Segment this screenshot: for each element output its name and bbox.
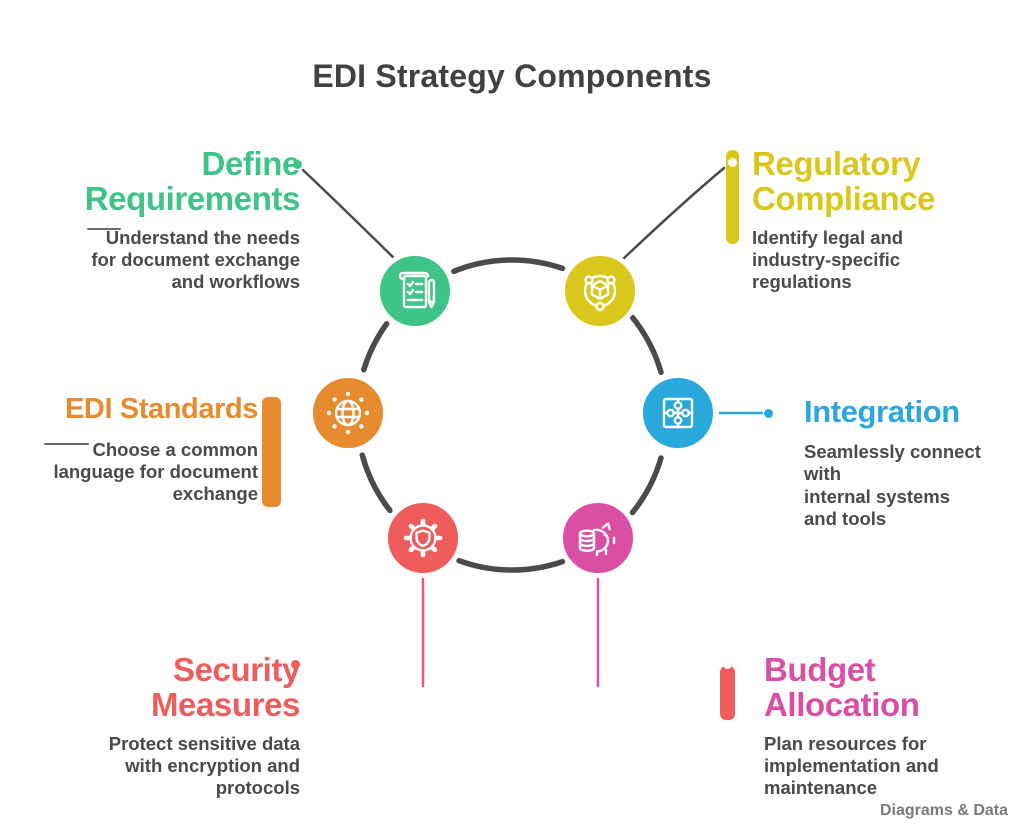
label-security-heading: Security Measures <box>150 651 300 724</box>
connector-dot-security <box>291 660 300 669</box>
label-compliance: Regulatory Compliance Identify legal and… <box>752 146 992 293</box>
ring-arc <box>456 557 566 573</box>
label-requirements: Define Requirements Understand the needs… <box>60 145 301 293</box>
label-compliance-heading: Regulatory Compliance <box>752 145 936 218</box>
piggy-bank-icon <box>578 522 616 557</box>
puzzle-icon <box>662 397 694 429</box>
label-cost: Budget Allocation Plan resources for imp… <box>764 652 994 799</box>
connector-dot-requirements <box>293 160 302 169</box>
label-requirements-description: Understand the needs for document exchan… <box>91 226 300 292</box>
ring-arc <box>629 455 664 516</box>
connector-line-compliance <box>620 166 726 262</box>
accent-bar-cost <box>720 666 735 720</box>
node-security <box>383 498 463 578</box>
label-compliance-description: Identify legal and industry-specific reg… <box>752 226 904 292</box>
label-standards: EDI Standards Choose a common language f… <box>40 393 258 506</box>
checklist-document-icon <box>398 271 436 309</box>
label-cost-description: Plan resources for implementation and ma… <box>764 732 939 798</box>
label-security: Security Measures Protect sensitive data… <box>58 651 301 799</box>
ring-arc <box>359 452 393 514</box>
node-cost <box>558 498 638 578</box>
accent-bar-compliance <box>726 150 739 244</box>
node-requirements <box>375 251 455 331</box>
label-security-description: Protect sensitive data with encryption a… <box>108 732 300 798</box>
watermark-credit: Diagrams & Data <box>879 802 1008 819</box>
node-compliance <box>560 251 640 331</box>
shield-gear-icon <box>403 518 443 558</box>
page-title: EDI Strategy Components <box>312 58 712 94</box>
label-integration-description: Seamlessly connect with internal systems… <box>804 441 981 529</box>
label-integration-heading: Integration <box>804 394 960 429</box>
globe-icon <box>326 391 370 435</box>
ring-arc <box>451 257 566 275</box>
label-requirements-heading: Define Requirements <box>84 145 301 218</box>
node-integration <box>638 373 718 453</box>
ring-arc <box>361 321 390 373</box>
cube-network-icon <box>583 274 617 312</box>
label-standards-heading: EDI Standards <box>64 393 258 425</box>
label-integration: Integration Seamlessly connect with inte… <box>804 395 1022 530</box>
label-standards-description: Choose a common language for document ex… <box>53 439 258 505</box>
connector-dot-integration <box>764 409 773 418</box>
accent-bar-standards <box>262 397 281 507</box>
ring-arc <box>629 314 664 376</box>
connector-line-requirements <box>301 168 400 264</box>
node-standards <box>308 373 388 453</box>
connector-dot-compliance <box>728 158 737 167</box>
label-cost-heading: Budget Allocation <box>764 651 920 724</box>
connector-dot-cost <box>723 660 732 669</box>
